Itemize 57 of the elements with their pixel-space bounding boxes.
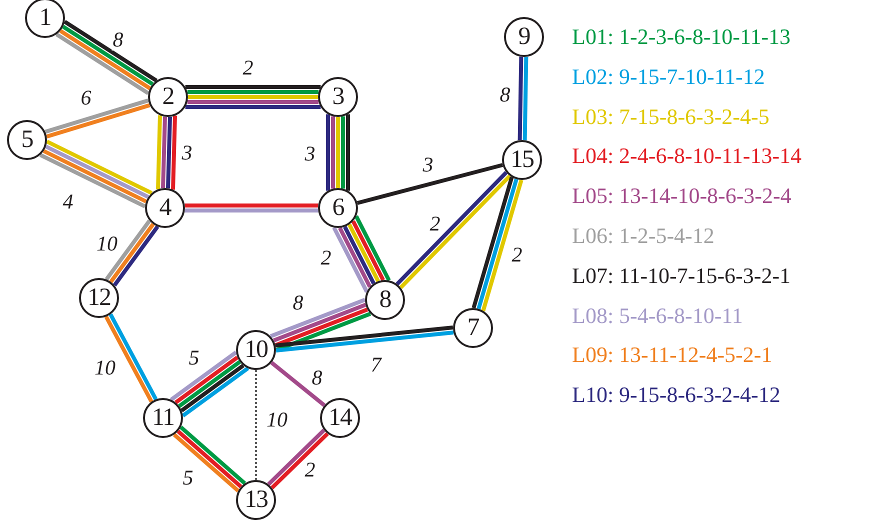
legend-entry: L03: 7-15-8-6-3-2-4-5 (572, 106, 770, 128)
legend-entry: L04: 2-4-6-8-10-11-13-14 (572, 145, 802, 168)
route-line (166, 116, 172, 188)
station-circle: 2 (148, 77, 188, 117)
legend-entry: L02: 9-15-7-10-11-12 (572, 66, 765, 88)
route-line (44, 98, 149, 134)
route-line (184, 204, 318, 208)
route-line (326, 114, 330, 191)
route-line (185, 85, 321, 89)
route-line (331, 116, 335, 189)
legend-entry: L09: 13-11-12-4-5-2-1 (572, 344, 772, 366)
station-circle: 1 (25, 0, 65, 38)
route-line (171, 116, 177, 190)
legend-entry: L06: 1-2-5-4-12 (572, 225, 714, 247)
station-circle: 12 (79, 278, 119, 318)
route-line (184, 208, 318, 212)
route-line (341, 116, 345, 189)
route-line (161, 116, 167, 188)
route-line (276, 330, 454, 352)
station-circle: 15 (502, 140, 542, 180)
route-line (336, 117, 340, 188)
station-circle: 7 (453, 308, 493, 348)
station-circle: 9 (504, 17, 544, 57)
dotted-line (255, 370, 257, 480)
route-line (354, 215, 391, 282)
route-line (187, 90, 319, 94)
route-line (275, 326, 454, 348)
route-line (522, 56, 528, 140)
station-circle: 14 (320, 398, 360, 438)
station-circle: 8 (365, 280, 405, 320)
route-line (46, 103, 150, 139)
legend-entry: L10: 9-15-8-6-3-2-4-12 (572, 384, 780, 406)
station-circle: 3 (318, 77, 358, 117)
station-circle: 10 (236, 330, 276, 370)
route-line (188, 95, 318, 99)
station-circle: 4 (145, 188, 185, 228)
station-circle: 5 (7, 120, 47, 160)
station-circle: 13 (236, 480, 276, 520)
edge-label: 8 (112, 30, 124, 50)
route-line (156, 115, 162, 190)
route-line (356, 163, 504, 205)
legend-entry: L07: 11-10-7-15-6-3-2-1 (572, 264, 791, 287)
station-circle: 6 (318, 188, 358, 228)
route-line (270, 361, 326, 407)
route-line (348, 224, 380, 282)
route-line (518, 56, 524, 140)
route-line (343, 226, 376, 284)
route-line (185, 105, 321, 109)
route-line (338, 226, 372, 288)
station-circle: 11 (143, 398, 183, 438)
route-line (351, 220, 385, 282)
legend-entry: L01: 1-2-3-6-8-10-11-13 (572, 26, 791, 48)
route-line (187, 100, 319, 104)
legend-entry: L05: 13-14-10-8-6-3-2-4 (572, 185, 792, 208)
route-line (332, 226, 369, 293)
legend-entry: L08: 5-4-6-8-10-11 (572, 304, 743, 327)
route-line (346, 114, 350, 191)
